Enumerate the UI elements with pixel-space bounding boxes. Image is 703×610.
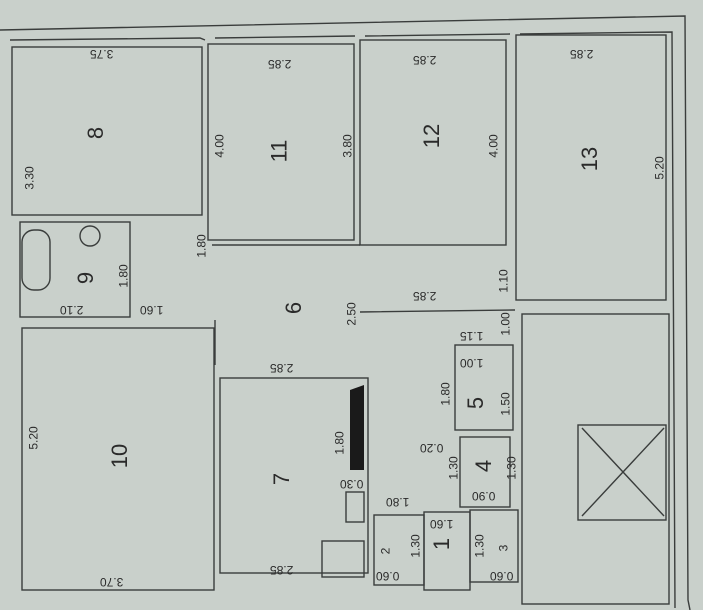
dim-11-width: 2.85 — [268, 57, 292, 71]
dim-7-small: 0.30 — [340, 477, 364, 491]
dim-6-height: 2.50 — [344, 302, 359, 326]
room-3 — [469, 509, 519, 583]
room-11 — [207, 43, 355, 241]
room-label-5: 5 — [463, 396, 489, 410]
dim-5-e: 1.50 — [498, 392, 513, 416]
dim-9-height: 1.80 — [116, 264, 131, 288]
dim-3-a: 1.30 — [472, 534, 487, 558]
dim-2-a: 1.30 — [408, 534, 423, 558]
dim-10-width: 3.70 — [100, 575, 124, 589]
dim-corridor-side: 1.80 — [194, 234, 209, 258]
dim-corridor-width: 1.60 — [140, 303, 164, 317]
dim-12-width: 2.85 — [413, 53, 437, 67]
room-9 — [19, 221, 131, 318]
room-label-12: 12 — [419, 123, 445, 149]
dim-12-height: 4.00 — [486, 134, 501, 158]
bathtub-icon — [21, 229, 51, 291]
room-label-6: 6 — [281, 301, 307, 315]
dim-2-b: 0.60 — [376, 569, 400, 583]
room-label-4: 4 — [471, 459, 497, 473]
room-4 — [459, 436, 511, 508]
dim-11-height-right: 3.80 — [340, 134, 355, 158]
dim-6-width: 2.85 — [413, 289, 437, 303]
room-label-9: 9 — [73, 271, 99, 285]
dim-10-height: 5.20 — [26, 426, 41, 450]
dim-3-b: 0.60 — [490, 569, 514, 583]
room-12 — [359, 39, 507, 246]
dim-4-c: 1.30 — [504, 456, 519, 480]
room-label-11: 11 — [266, 139, 292, 163]
room-6 — [212, 244, 516, 365]
elevator-icon — [577, 424, 667, 521]
dim-4-b: 1.30 — [446, 456, 461, 480]
dim-1-b: 1.60 — [430, 517, 454, 531]
dim-13-width: 2.85 — [570, 47, 594, 61]
room-7 — [219, 377, 369, 574]
dim-7-bottom: 2.85 — [270, 563, 294, 577]
dim-5-c: 1.00 — [460, 356, 484, 370]
room-8 — [11, 46, 203, 216]
room-label-7: 7 — [269, 472, 295, 486]
dim-5-b: 1.00 — [498, 312, 513, 336]
room-label-8: 8 — [83, 126, 109, 140]
room-13 — [515, 34, 667, 301]
dim-4-a: 0.20 — [420, 441, 444, 455]
dim-9-width: 2.10 — [60, 303, 84, 317]
dim-11-height-left: 4.00 — [212, 134, 227, 158]
room-10 — [21, 327, 215, 591]
dim-7-top: 2.85 — [270, 361, 294, 375]
stairwell — [521, 313, 670, 605]
dim-13-height: 5.20 — [652, 156, 667, 180]
room-label-1: 1 — [429, 537, 455, 551]
dim-6-door: 1.10 — [496, 269, 511, 293]
kitchen-counter-dark — [350, 385, 364, 470]
room-label-13: 13 — [577, 146, 603, 172]
dim-1-a: 1.80 — [386, 495, 410, 509]
sink-icon — [79, 225, 101, 247]
room-label-2: 2 — [378, 547, 393, 555]
kitchen-sink-icon — [345, 491, 365, 523]
room-5 — [454, 344, 514, 431]
dim-5-a: 1.15 — [460, 329, 484, 343]
dim-7-side: 1.80 — [332, 431, 347, 455]
room-label-10: 10 — [107, 443, 133, 469]
room-label-3: 3 — [496, 544, 511, 552]
dim-8-height: 3.30 — [22, 166, 37, 190]
dim-8-width: 3.75 — [90, 47, 114, 61]
dim-5-d: 1.80 — [438, 382, 453, 406]
outer-wall — [0, 15, 691, 610]
dim-4-d: 0.90 — [472, 489, 496, 503]
stove-icon — [321, 540, 365, 578]
